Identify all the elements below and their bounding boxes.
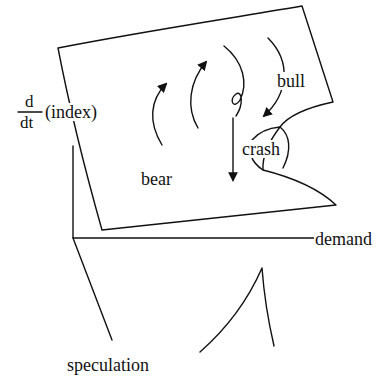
cusp-curve	[200, 268, 274, 352]
axis-label: speculation	[66, 356, 150, 374]
flow-arrow	[153, 84, 166, 145]
surface-outline	[58, 6, 336, 230]
axis-line	[73, 238, 112, 340]
axis-label: d	[24, 93, 35, 110]
flow-arrow	[224, 46, 244, 116]
fold-crease	[280, 127, 289, 168]
axis-label: (index)	[44, 103, 98, 121]
axis-label: demand	[314, 230, 373, 248]
state-label: crash	[241, 140, 281, 158]
fraction-bar	[18, 111, 42, 112]
axis-line	[73, 146, 316, 238]
state-label: bull	[276, 72, 306, 90]
crash-arrow	[232, 118, 233, 180]
flow-arrow	[191, 62, 206, 128]
state-label: bear	[140, 170, 173, 188]
axis-label: dt	[19, 114, 34, 131]
